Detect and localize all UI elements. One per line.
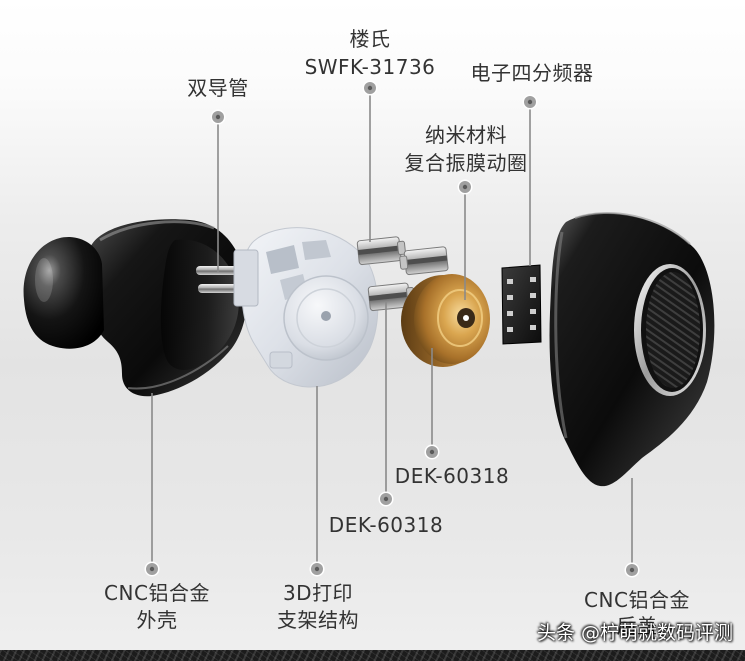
callout-line: CNC铝合金 [104,581,210,605]
callout-back-cover: CNC铝合金 后盖 [584,587,690,639]
back-cover-edge-highlight [554,231,568,439]
callout-marker-knowles [362,80,378,96]
callout-dek-lower: DEK-60318 [329,512,443,538]
callout-dynamic-driver: 纳米材料 复合振膜动圈 [405,121,528,177]
ba-driver-upper-right [399,246,449,276]
bracket-cavity [266,245,299,274]
callout-dual-tube: 双导管 [187,75,249,101]
chip-pin [530,293,536,298]
tube-upper [196,266,242,275]
printed-bracket [233,227,379,388]
callout-line: SWFK-31736 [304,55,436,79]
callout-line: 纳米材料 [425,123,507,147]
chip-body [501,264,542,345]
chip-pin [507,279,513,284]
callout-line: 楼氏 [349,27,391,51]
callout-marker-back-cover [624,562,640,578]
callout-line: DEK-60318 [394,464,510,488]
callout-line: DEK-60318 [328,513,444,537]
bracket-seat-ring [296,288,356,348]
ba-driver-upper-left [356,236,406,266]
ear-tip [23,236,105,349]
driver-face [414,274,490,364]
callout-line: 双导管 [187,76,249,100]
callout-dek-upper: DEK-60318 [395,463,509,489]
callout-line: 复合振膜动圈 [404,151,528,175]
callout-marker-dek-lower [378,491,394,507]
callout-front-shell: CNC铝合金 外壳 [104,580,210,634]
front-shell-bottom-highlight [127,345,229,390]
tube-lower [198,284,240,293]
bracket-seat-hole [321,311,331,321]
chip-pin [530,277,536,282]
driver-inner-ring [437,289,483,347]
back-cover-top-highlight [574,212,691,245]
grille-mesh [646,272,700,388]
callout-line: 后盖 [616,614,658,638]
ear-tip-highlight [35,258,53,302]
bracket-lip [269,351,293,369]
front-shell [23,219,247,397]
callout-marker-dual-tube [210,109,226,125]
bracket-cavity [302,240,331,260]
callout-line: 支架结构 [277,608,359,632]
callout-crossover: 电子四分频器 [471,60,594,86]
front-shell-top-highlight [99,220,215,242]
chip-pin [530,309,536,314]
chip-pin [507,327,513,332]
callout-marker-front-shell [144,561,160,577]
driver-center-dot [463,315,469,321]
callout-line: CNC铝合金 [584,588,690,612]
callout-marker-bracket [309,561,325,577]
callout-line: 电子四分频器 [470,61,594,85]
callout-bracket: 3D打印 支架结构 [277,580,359,634]
callout-marker-crossover [522,94,538,110]
dynamic-driver [401,274,490,367]
chip-pin [507,311,513,316]
callout-knowles-driver: 楼氏 SWFK-31736 [305,25,436,81]
callout-marker-dek-upper [424,444,440,460]
ba-driver-lower [367,282,415,312]
crossover-chip [501,264,542,345]
dual-tubes [196,266,242,293]
callout-line: 外壳 [136,608,178,632]
callout-line: 3D打印 [282,581,354,605]
chip-pin [507,295,513,300]
bottom-strip [0,650,745,661]
bracket-tube-block [233,249,259,307]
watermark: 头条 @柠萌就数码评测 [537,622,734,644]
chip-pin [530,325,536,330]
callout-marker-dynamic-driver [457,179,473,195]
back-cover [549,212,715,487]
